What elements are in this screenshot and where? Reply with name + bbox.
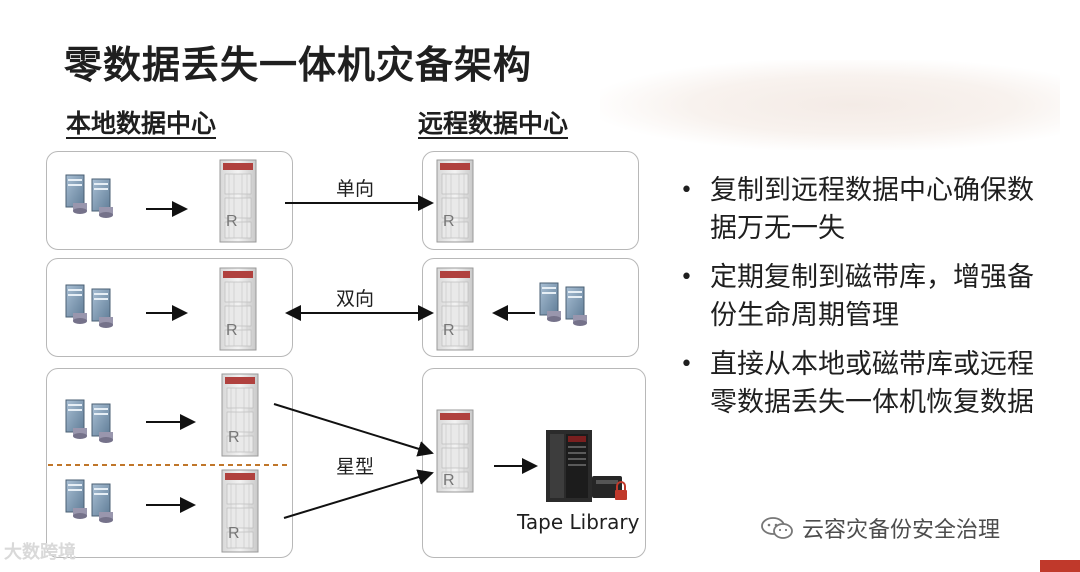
wechat-icon xyxy=(761,517,793,539)
bullet-text: 定期复制到磁带库，增强备份生命周期管理 xyxy=(710,262,1034,331)
server-stack-icon xyxy=(65,399,114,444)
rack-letter: R xyxy=(443,322,455,339)
server-stack-icon xyxy=(65,479,114,524)
bullet-dot-icon: • xyxy=(680,352,693,377)
rack-letter: R xyxy=(443,472,455,489)
bullet-text: 复制到远程数据中心确保数据万无一失 xyxy=(710,175,1034,244)
tape-library-icon xyxy=(546,430,622,502)
star-replication-arrow xyxy=(283,469,434,519)
rack-letter: R xyxy=(228,525,240,542)
two-way-label: 双向 xyxy=(336,288,375,310)
star-replication-arrow xyxy=(273,403,434,457)
bullet-dot-icon: • xyxy=(680,178,693,203)
one-way-label: 单向 xyxy=(336,178,375,200)
bullet-item: • 定期复制到磁带库，增强备份生命周期管理 xyxy=(680,259,1050,335)
rack-letter: R xyxy=(226,213,238,230)
page-title: 零数据丢失一体机灾备架构 xyxy=(64,43,533,87)
server-stack-icon xyxy=(539,282,588,327)
local-dc-heading: 本地数据中心 xyxy=(66,109,217,138)
bullet-dot-icon: • xyxy=(680,265,693,290)
tape-library-label: Tape Library xyxy=(517,510,640,534)
bullet-item: • 复制到远程数据中心确保数据万无一失 xyxy=(680,172,1050,248)
background-decoration xyxy=(600,60,1060,150)
accent-bar xyxy=(1040,560,1080,572)
bullet-item: • 直接从本地或磁带库或远程零数据丢失一体机恢复数据 xyxy=(680,346,1050,422)
server-stack-icon xyxy=(65,284,114,329)
lock-icon xyxy=(615,481,627,500)
server-stack-icon xyxy=(65,174,114,219)
rack-letter: R xyxy=(226,322,238,339)
rack-letter: R xyxy=(443,213,455,230)
remote-dc-heading: 远程数据中心 xyxy=(418,109,569,138)
bullet-list: • 复制到远程数据中心确保数据万无一失 • 定期复制到磁带库，增强备份生命周期管… xyxy=(680,172,1050,433)
watermark-left: 大数跨境 xyxy=(4,542,76,563)
rack-letter: R xyxy=(228,429,240,446)
watermark-right: 云容灾备份安全治理 xyxy=(760,512,1000,544)
watermark-right-text: 云容灾备份安全治理 xyxy=(802,518,1001,543)
bullet-text: 直接从本地或磁带库或远程零数据丢失一体机恢复数据 xyxy=(710,349,1034,418)
star-label: 星型 xyxy=(336,456,375,478)
